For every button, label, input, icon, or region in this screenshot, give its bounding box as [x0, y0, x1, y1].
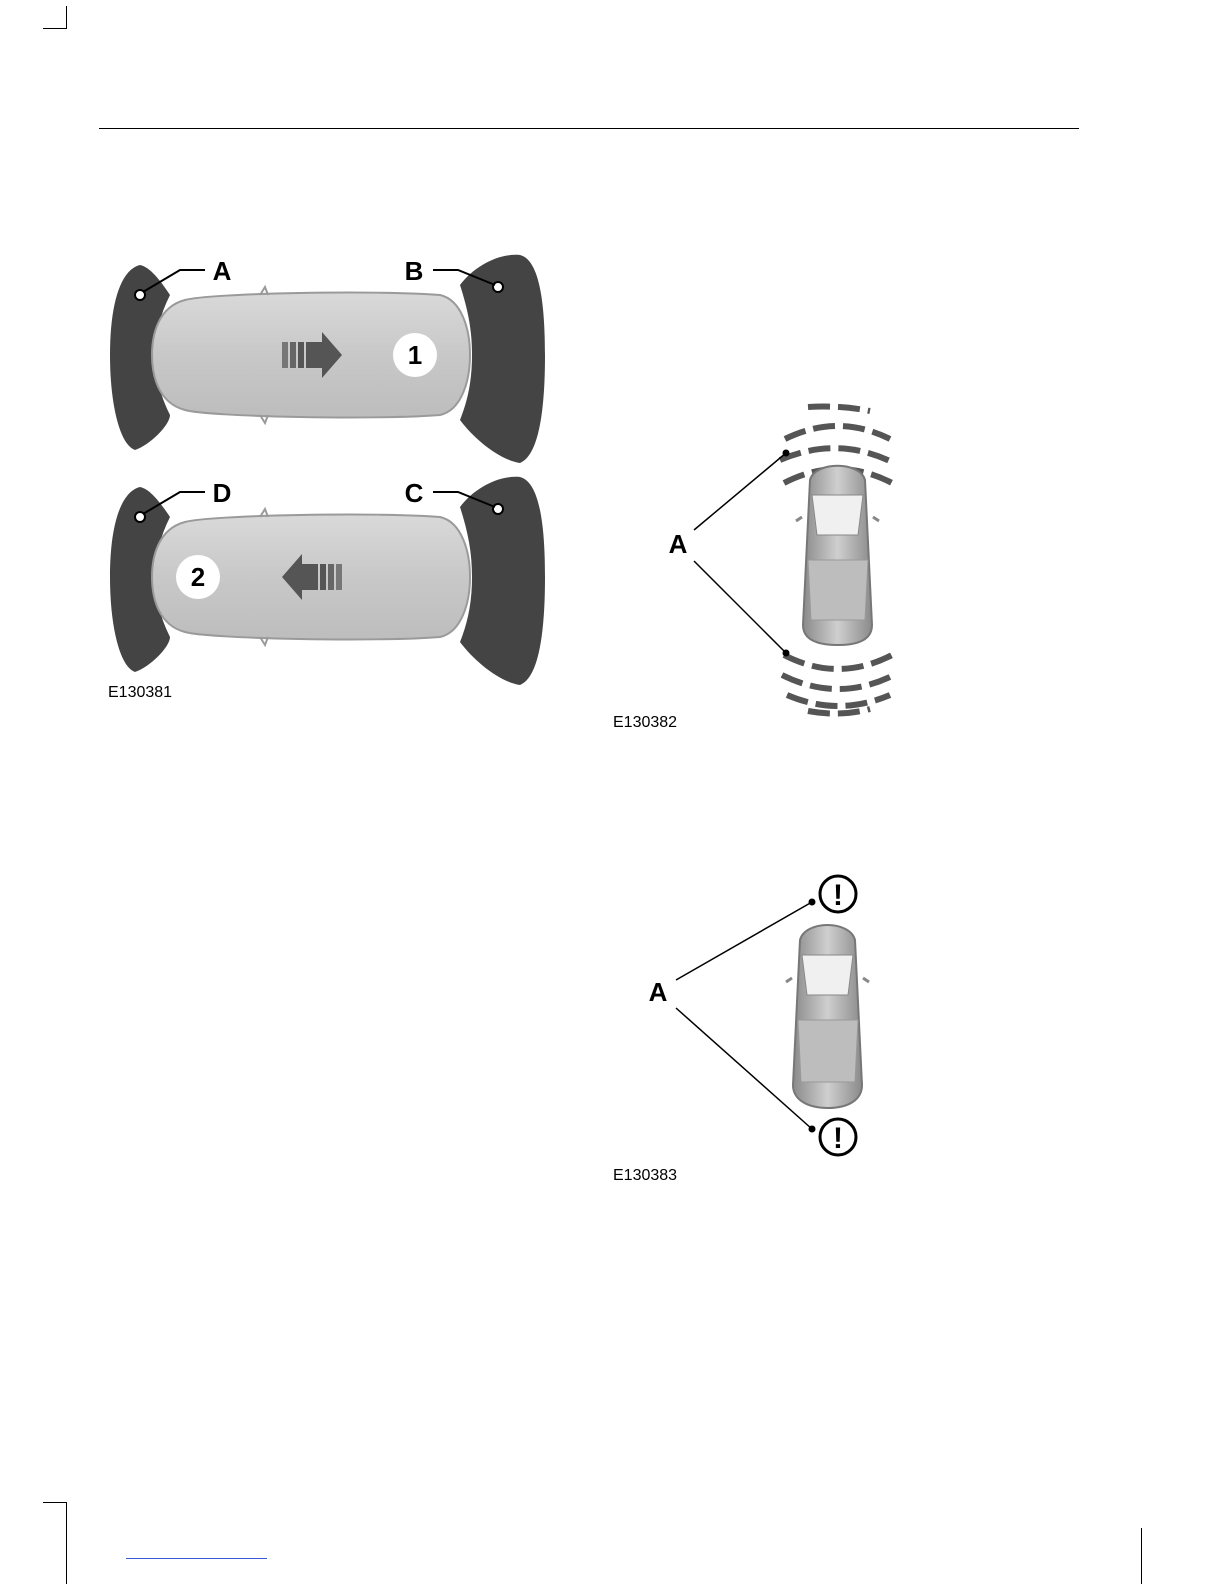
crop-mark-bottom-left-v — [66, 1502, 67, 1584]
car-lower — [110, 477, 545, 685]
footer-link-underline[interactable] — [126, 1558, 267, 1559]
zone-label-a: A — [213, 256, 232, 286]
car-upper — [110, 255, 545, 463]
figure-sensor-zones: A B 1 D C 2 — [100, 245, 560, 695]
sensor-label-a: A — [669, 529, 688, 559]
figure-sensor-warning: ! ! A — [640, 870, 900, 1165]
car-top-view-warning — [786, 925, 869, 1108]
crop-mark-top-left-h — [43, 28, 67, 29]
warning-glyph-top: ! — [833, 879, 843, 912]
zone-label-d: D — [213, 478, 232, 508]
zone-label-c: C — [405, 478, 424, 508]
crop-mark-top-left-v — [66, 6, 67, 28]
crop-mark-bottom-right-v — [1141, 1528, 1142, 1584]
direction-label-1: 1 — [408, 340, 422, 370]
figure-id-3: E130383 — [613, 1167, 677, 1185]
sensor-arcs-rear — [782, 655, 894, 714]
zone-label-b: B — [405, 256, 424, 286]
car-top-view — [796, 466, 879, 645]
figure-id-1: E130381 — [108, 684, 172, 702]
warning-label-a: A — [649, 977, 668, 1007]
header-rule — [99, 128, 1079, 129]
warning-glyph-bottom: ! — [833, 1122, 843, 1155]
figure-sensor-arcs: A — [650, 395, 920, 720]
crop-mark-bottom-left-h — [43, 1502, 67, 1503]
direction-label-2: 2 — [191, 562, 205, 592]
warning-icon: ! — [820, 876, 856, 912]
warning-icon-bottom: ! — [820, 1119, 856, 1155]
sensor-point-b — [493, 282, 503, 292]
sensor-point-c — [493, 504, 503, 514]
figure-id-2: E130382 — [613, 714, 677, 732]
